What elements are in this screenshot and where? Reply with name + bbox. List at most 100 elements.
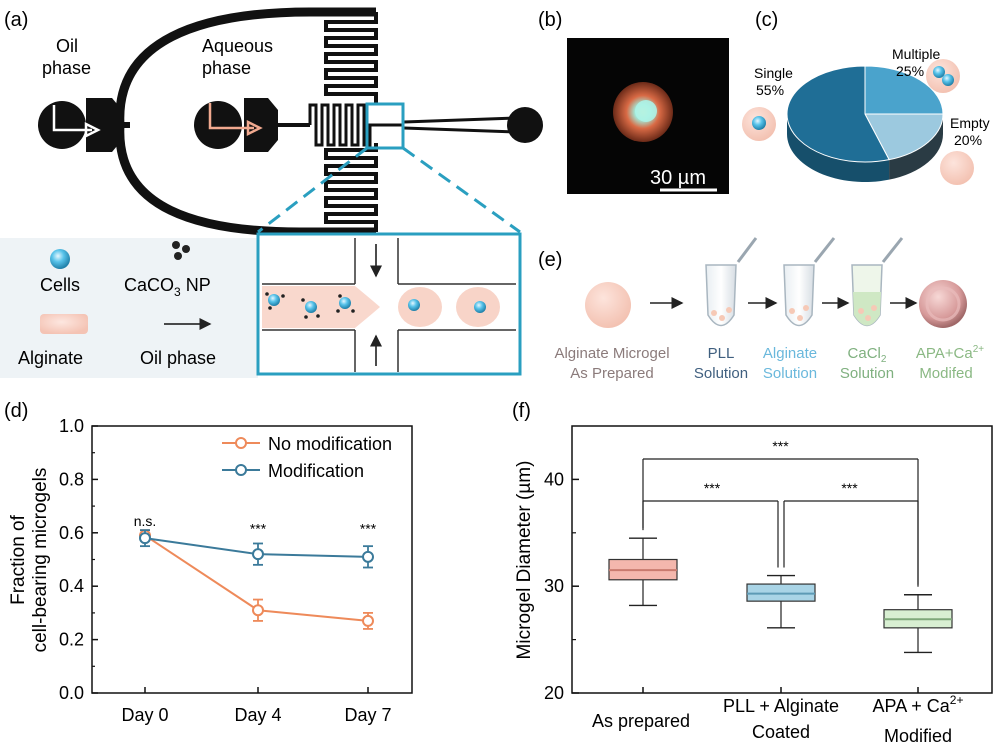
nanoparticle-legend-icon	[172, 241, 190, 260]
d-ytick-label: 1.0	[59, 416, 84, 436]
top-serpentine	[324, 12, 378, 105]
d-ylabel-line1: Fraction of	[8, 514, 29, 604]
f-box	[746, 583, 816, 602]
pie-slice-single	[786, 65, 890, 163]
oil-flow-arrow	[52, 105, 92, 132]
f-plot-frame	[571, 425, 993, 694]
aqueous-filter	[244, 98, 278, 152]
d-ylabel-line2: cell-bearing microgels	[30, 468, 51, 653]
pie-label-single-name: Single	[754, 65, 793, 81]
oil-channel-bottom	[115, 124, 376, 237]
d-significance-label: ***	[360, 520, 377, 536]
panel-d-label: (d)	[4, 400, 28, 422]
panel-c: (c) Single 55% Multiple 25% Empty 20%	[742, 9, 990, 185]
panel-c-label: (c)	[755, 9, 778, 31]
d-point	[139, 532, 151, 545]
f-ytick-label: 40	[544, 469, 564, 489]
box-chart-axes: 20 30 40	[544, 425, 993, 703]
f-ytick-label: 30	[544, 576, 564, 596]
pll-tube-icon	[705, 237, 758, 327]
oil-phase-label-2: phase	[42, 58, 91, 78]
panel-e: (e) Alginate Microgel As Prepared PLL	[538, 237, 984, 382]
step-2-label-line2: Solution	[694, 365, 748, 382]
zoom-region-marker	[365, 102, 405, 150]
f-cat-3-line1: APA + Ca2+	[873, 693, 964, 716]
step-5-label-line2: Modifed	[919, 365, 972, 382]
f-significance-label: ***	[841, 480, 858, 496]
f-cat-2-line1: PLL + Alginate	[723, 696, 839, 716]
pie-slice-multiple	[864, 65, 944, 115]
d-ytick-label: 0.4	[59, 576, 84, 596]
pie-slice-empty	[864, 113, 944, 161]
step-4-label-line2: Solution	[840, 365, 894, 382]
pie-label-multiple-name: Multiple	[892, 46, 940, 62]
d-xtick-label: Day 4	[234, 705, 281, 725]
f-ytick-label: 20	[544, 683, 564, 703]
panel-f: (f) 20 30 40 *** *** *** Microgel Diameter (…	[512, 400, 993, 746]
step-3-label-line2: Solution	[763, 365, 817, 382]
d-ytick-label: 0.2	[59, 630, 84, 650]
panel-b: (b) 30 µm	[538, 9, 729, 194]
d-xtick-label: Day 0	[121, 705, 168, 725]
pie-label-empty-value: 20%	[954, 132, 982, 148]
pie-side-empty	[889, 114, 943, 180]
box-chart-plot: *** *** ***	[608, 438, 953, 654]
d-point	[362, 614, 374, 627]
legend-background	[0, 238, 258, 378]
d-point	[252, 604, 264, 617]
d-xtick-label: Day 7	[344, 705, 391, 725]
oil-phase-label-1: Oil	[56, 36, 78, 56]
pie-label-single-value: 55%	[756, 82, 784, 98]
d-point	[362, 550, 374, 563]
oil-inlet-port	[38, 101, 86, 149]
d-significance-label: n.s.	[134, 513, 157, 529]
pie-side-single	[787, 114, 890, 182]
empty-microgel-icon	[940, 151, 974, 185]
f-significance-label: ***	[772, 438, 789, 454]
cell-legend-icon	[50, 249, 70, 269]
step-4-label-line1: CaCl2	[848, 345, 887, 365]
aqueous-phase-label-2: phase	[202, 58, 251, 78]
step-microgel-icon	[585, 282, 631, 328]
line-chart-plot: n.s. *** ***	[134, 513, 377, 630]
panel-b-label: (b)	[538, 9, 562, 31]
cacl2-tube-icon	[851, 237, 904, 327]
junction-zoom-view	[256, 232, 522, 376]
panel-a: (a) Oil phase Aqueous phase	[0, 7, 543, 378]
d-legend: No modification Modification	[222, 434, 392, 481]
panel-f-label: (f)	[512, 400, 531, 422]
f-cat-3-line2: Modified	[884, 726, 952, 746]
d-ytick-label: 0.0	[59, 683, 84, 703]
step-3-label-line1: Alginate	[763, 345, 817, 362]
aqueous-phase-label-1: Aqueous	[202, 36, 273, 56]
step-5-label-line1: APA+Ca2+	[916, 344, 984, 362]
legend-modification: Modification	[268, 461, 364, 481]
legend-alginate-label: Alginate	[18, 348, 83, 368]
legend-oil-label: Oil phase	[140, 348, 216, 368]
f-cat-1-line1: As prepared	[592, 711, 690, 731]
aqueous-flow-arrow	[208, 103, 254, 130]
f-significance-label: ***	[704, 480, 721, 496]
legend-cells-label: Cells	[40, 275, 80, 295]
bottom-serpentine	[324, 143, 378, 232]
panel-a-label: (a)	[4, 9, 28, 31]
pie-label-empty-name: Empty	[950, 115, 990, 131]
d-ytick-label: 0.6	[59, 523, 84, 543]
f-ylabel: Microgel Diameter (µm)	[514, 461, 535, 660]
outlet-port	[507, 107, 543, 143]
d-significance-label: ***	[250, 520, 267, 536]
step-2-label-line1: PLL	[708, 345, 735, 362]
d-point	[252, 548, 264, 561]
f-cat-2-line2: Coated	[752, 722, 810, 742]
alginate-legend-icon	[40, 314, 88, 334]
oil-channel-top	[115, 7, 376, 126]
pie-chart	[786, 65, 944, 182]
legend-caco3-label: CaCO3 NP	[124, 275, 211, 299]
panel-e-label: (e)	[538, 249, 562, 271]
d-ytick-label: 0.8	[59, 469, 84, 489]
aqueous-serpentine	[308, 103, 376, 147]
aqueous-inlet-port	[194, 101, 242, 149]
